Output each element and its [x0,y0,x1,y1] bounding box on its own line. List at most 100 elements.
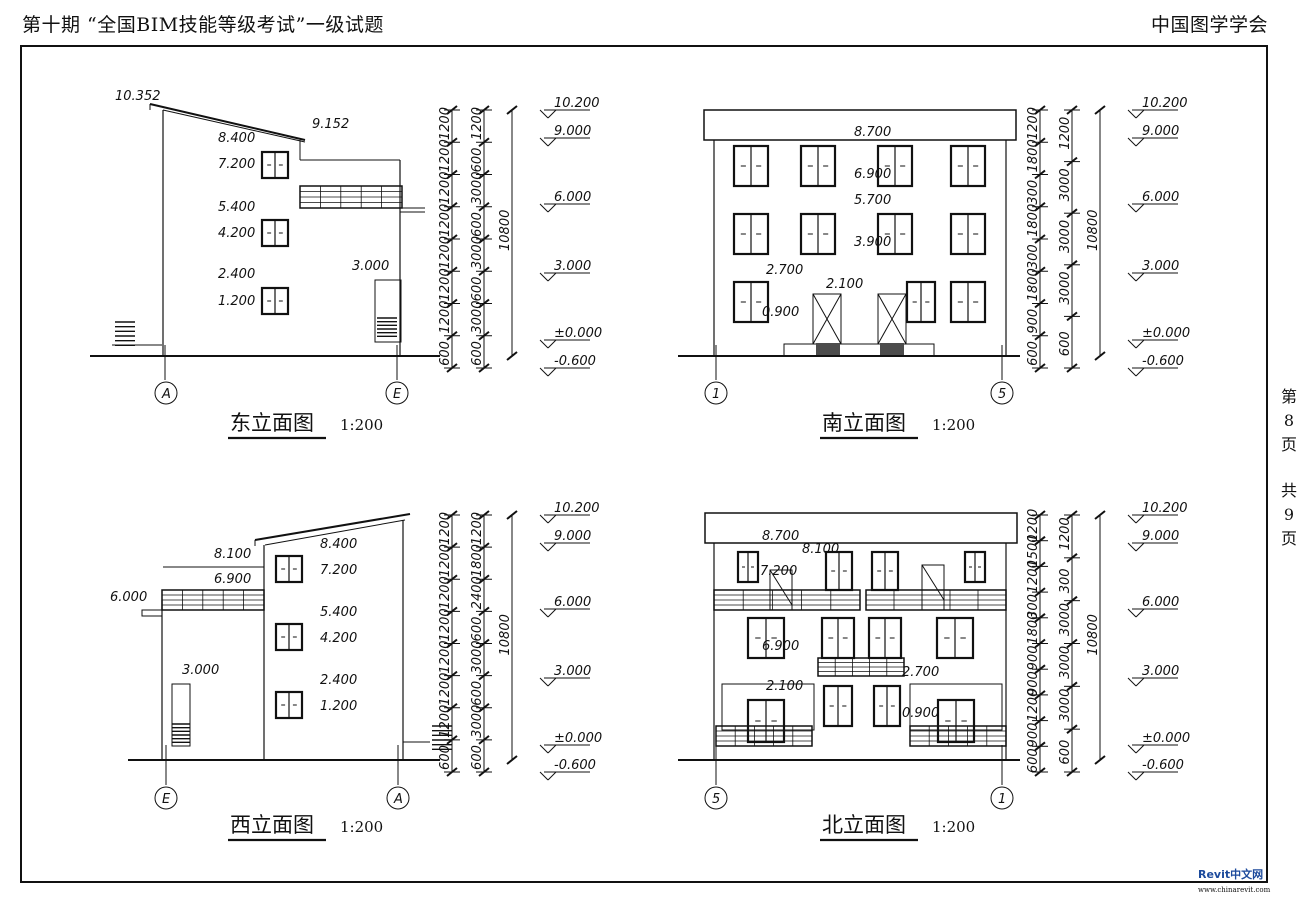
view-title: 东立面图 [230,411,314,435]
dimension-value: 900 [1026,723,1041,748]
door-swing [877,293,907,345]
dimension-value: 600 [470,341,485,366]
axis-label: E [393,387,402,402]
dimension-total: 10800 [1086,210,1101,251]
level-tick [1135,771,1145,781]
dimension-value: 600 [1026,748,1041,773]
dimension-value: 300 [1058,568,1073,593]
level-tick [1127,272,1137,282]
dim-tick [506,105,518,115]
dimension-value: 900 [1026,671,1041,696]
axis-label: E [162,792,171,807]
dimension-value: 3000 [470,301,485,334]
level-tick [1135,608,1145,618]
elevation-label: 0.900 [762,305,799,320]
elevation-label: 10.352 [115,89,161,104]
roof-parapet [704,512,1018,544]
level-label: -0.600 [1142,758,1184,773]
level-label: ±0.000 [554,326,602,341]
elevation-label: 3.000 [352,259,389,274]
level-tick [547,339,557,349]
level-tick [1127,744,1137,754]
dimension-value: 1200 [1026,689,1041,722]
dimension-value: 1200 [1026,509,1041,542]
sheet-header-org: 中国图学学会 [1150,14,1268,36]
level-tick [1135,203,1145,213]
dimension-value: 600 [1026,341,1041,366]
level-tick [539,514,549,524]
axis-bubble [385,381,409,405]
level-tick [539,339,549,349]
elevation-label: 6.000 [110,590,147,605]
level-tick [1127,677,1137,687]
elevation-label: 9.152 [312,117,349,132]
level-tick [1135,272,1145,282]
dimension-value: 1200 [438,673,453,706]
level-tick [547,367,557,377]
level-tick [547,203,557,213]
dimension-value: 600 [470,148,485,173]
door-frame [171,683,191,747]
level-label: ±0.000 [1142,326,1190,341]
dim-tick [1094,105,1106,115]
level-tick [1135,339,1145,349]
dimension-value: 1800 [1026,204,1041,237]
page-number: 8 [1283,411,1295,430]
dim-tick [506,510,518,520]
dimension-value: 1500 [1026,534,1041,567]
elevation-label: 0.900 [902,706,939,721]
level-label: 3.000 [1142,664,1179,679]
level-label: 3.000 [1142,259,1179,274]
level-tick [547,109,557,119]
elevation-label: 3.000 [182,663,219,678]
elevation-label: 8.100 [214,547,251,562]
level-tick [1127,771,1137,781]
dimension-value: 1200 [438,608,453,641]
level-tick [539,608,549,618]
level-tick [547,677,557,687]
page-char: 共 [1280,481,1297,500]
elevation-label: 1.200 [218,294,255,309]
level-label: 10.200 [1142,501,1188,516]
entrance-step [783,343,935,357]
dimension-total: 10800 [498,614,513,655]
door-swing [921,564,945,601]
level-label: -0.600 [554,758,596,773]
level-tick [539,771,549,781]
dimension-value: 3000 [470,172,485,205]
level-tick [539,272,549,282]
dimension-value: 1200 [438,576,453,609]
axis-label: 5 [998,387,1006,402]
roof-edge [162,109,306,143]
elevation-label: 4.200 [320,631,357,646]
page-char: 第 [1280,387,1297,406]
dimension-value: 600 [438,341,453,366]
door-swing [812,293,842,345]
axis-bubble [990,381,1014,405]
dimension-value: 1200 [470,512,485,545]
elevation-label: 6.900 [214,572,251,587]
view-scale: 1:200 [340,818,383,836]
level-label: 9.000 [1142,124,1179,139]
level-tick [547,542,557,552]
elevation-label: 2.400 [320,673,357,688]
dim-tick [1094,510,1106,520]
page-indicator: 第 8 页 共 9 页 [1278,385,1300,551]
dimension-value: 3000 [470,640,485,673]
elevation-label: 2.100 [766,679,803,694]
level-tick [1135,367,1145,377]
elevation-label: 2.700 [902,665,939,680]
sheet-header-title: 第十期 “全国BIM技能等级考试”一级试题 [22,14,384,36]
elevation-label: 6.900 [762,639,799,654]
dimension-value: 3000 [470,705,485,738]
watermark-logo: Revit中文网 www.chinarevit.com [1198,866,1270,895]
dimension-value: 600 [470,277,485,302]
dimension-value: 900 [1026,646,1041,671]
level-label: 10.200 [1142,96,1188,111]
level-tick [1127,203,1137,213]
elevation-label: 2.100 [826,277,863,292]
dimension-value: 1200 [1058,517,1073,550]
elevation-label: 2.400 [218,267,255,282]
page-total: 9 [1283,505,1295,524]
